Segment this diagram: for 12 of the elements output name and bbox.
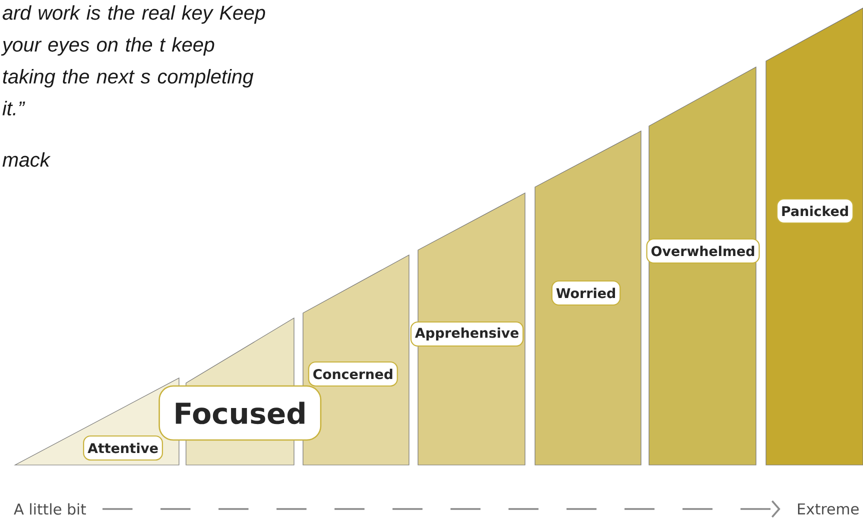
highlighted-state-label: Focused <box>158 385 322 441</box>
state-label: Overwhelmed <box>646 238 760 264</box>
state-label: Apprehensive <box>410 321 524 347</box>
scale-end-label: A little bit <box>14 503 86 515</box>
state-label: Concerned <box>308 361 398 387</box>
state-label: Attentive <box>83 435 163 461</box>
state-label: Worried <box>551 280 621 306</box>
quote-author: mack <box>2 152 51 167</box>
scale-arrow <box>102 500 780 518</box>
scale-end-label: Extreme <box>798 503 859 515</box>
quote-text: ard work is the real key Keep your eyes on the t keep taking the next s completing it.” <box>1 5 266 116</box>
state-label: Panicked <box>776 198 854 224</box>
